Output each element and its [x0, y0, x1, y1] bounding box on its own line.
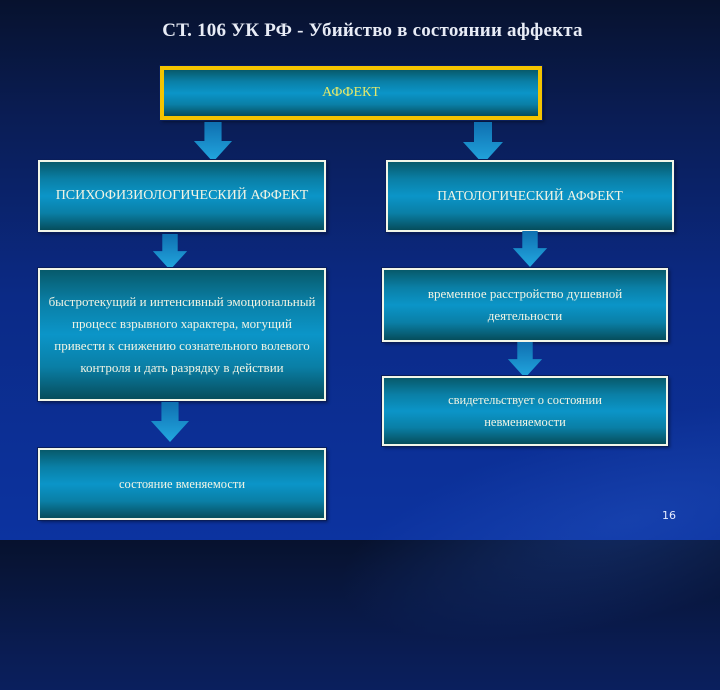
- pathological-affect-label: ПАТОЛОГИЧЕСКИЙ АФФЕКТ: [437, 188, 623, 203]
- psychophysiological-definition-text: быстротекущий и интенсивный эмоциональны…: [48, 293, 316, 375]
- root-affect-box: АФФЕКТ: [159, 65, 543, 121]
- pathological-affect-box: ПАТОЛОГИЧЕСКИЙ АФФЕКТ: [385, 159, 675, 233]
- down-arrow-icon: [510, 231, 550, 267]
- down-arrow-icon: [463, 122, 503, 164]
- psychophysiological-affect-label: ПСИХОФИЗИОЛОГИЧЕСКИЙ АФФЕКТ: [55, 188, 309, 203]
- slide-title: СТ. 106 УК РФ - Убийство в состоянии афф…: [162, 20, 583, 41]
- root-affect-label: АФФЕКТ: [322, 85, 380, 100]
- insanity-conclusion-text: свидетельствует о состоянии невменяемост…: [448, 393, 602, 429]
- down-arrow-icon: [150, 402, 190, 442]
- psychophysiological-definition-box: быстротекущий и интенсивный эмоциональны…: [37, 267, 327, 402]
- sanity-conclusion-text: состояние вменяемости: [118, 477, 246, 491]
- pathological-definition-box: временное расстройство душевной деятельн…: [381, 267, 669, 343]
- sanity-conclusion-box: состояние вменяемости: [37, 447, 327, 521]
- insanity-conclusion-box: свидетельствует о состоянии невменяемост…: [381, 375, 669, 447]
- down-arrow-icon: [150, 234, 190, 270]
- down-arrow-icon: [505, 342, 545, 378]
- psychophysiological-affect-box: ПСИХОФИЗИОЛОГИЧЕСКИЙ АФФЕКТ: [37, 159, 327, 233]
- down-arrow-icon: [193, 122, 233, 162]
- page-number: 16: [662, 509, 676, 522]
- pathological-definition-text: временное расстройство душевной деятельн…: [427, 286, 623, 323]
